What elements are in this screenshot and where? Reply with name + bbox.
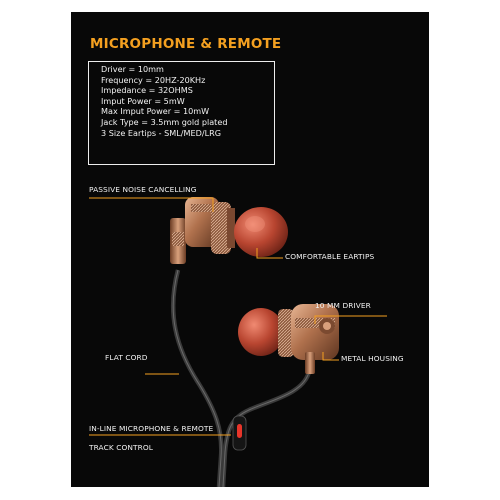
spec-line: Impedance = 32OHMS bbox=[101, 85, 193, 96]
leader-passive-noise bbox=[89, 197, 214, 212]
callout-passive-noise: PASSIVE NOISE CANCELLING bbox=[89, 185, 197, 194]
earphones-illustration bbox=[89, 197, 387, 487]
spec-box: Driver = 10mm Frequency = 20HZ-20KHz Imp… bbox=[88, 61, 275, 165]
callout-eartips: COMFORTABLE EARTIPS bbox=[285, 252, 375, 261]
page-title: MICROPHONE & REMOTE bbox=[90, 36, 282, 52]
earbud-right-icon bbox=[238, 304, 339, 374]
earbud-left-icon bbox=[170, 197, 288, 264]
spec-line: 3 Size Eartips - SML/MED/LRG bbox=[101, 127, 221, 138]
callout-flat-cord: FLAT CORD bbox=[105, 353, 148, 362]
spec-line: Frequency = 20HZ-20KHz bbox=[101, 74, 206, 85]
spec-line: Jack Type = 3.5mm gold plated bbox=[101, 116, 228, 127]
product-banner: MICROPHONE & REMOTE Driver = 10mm Freque… bbox=[71, 12, 429, 487]
cable-icon bbox=[170, 269, 312, 487]
leader-eartips bbox=[256, 248, 283, 259]
spec-line: Imput Power = 5mW bbox=[101, 95, 185, 106]
callout-inline-mic: IN-LINE MICROPHONE & REMOTE bbox=[89, 424, 214, 433]
spec-line: Max Imput Power = 10mW bbox=[101, 106, 210, 117]
leader-driver bbox=[314, 315, 387, 324]
remote-icon bbox=[232, 415, 247, 451]
leader-metal-housing bbox=[322, 352, 339, 361]
callout-track-control: TRACK CONTROL bbox=[89, 443, 154, 452]
callout-metal-housing: METAL HOUSING bbox=[341, 354, 404, 363]
spec-line: Driver = 10mm bbox=[101, 64, 164, 74]
callout-driver: 10 MM DRIVER bbox=[315, 301, 371, 310]
